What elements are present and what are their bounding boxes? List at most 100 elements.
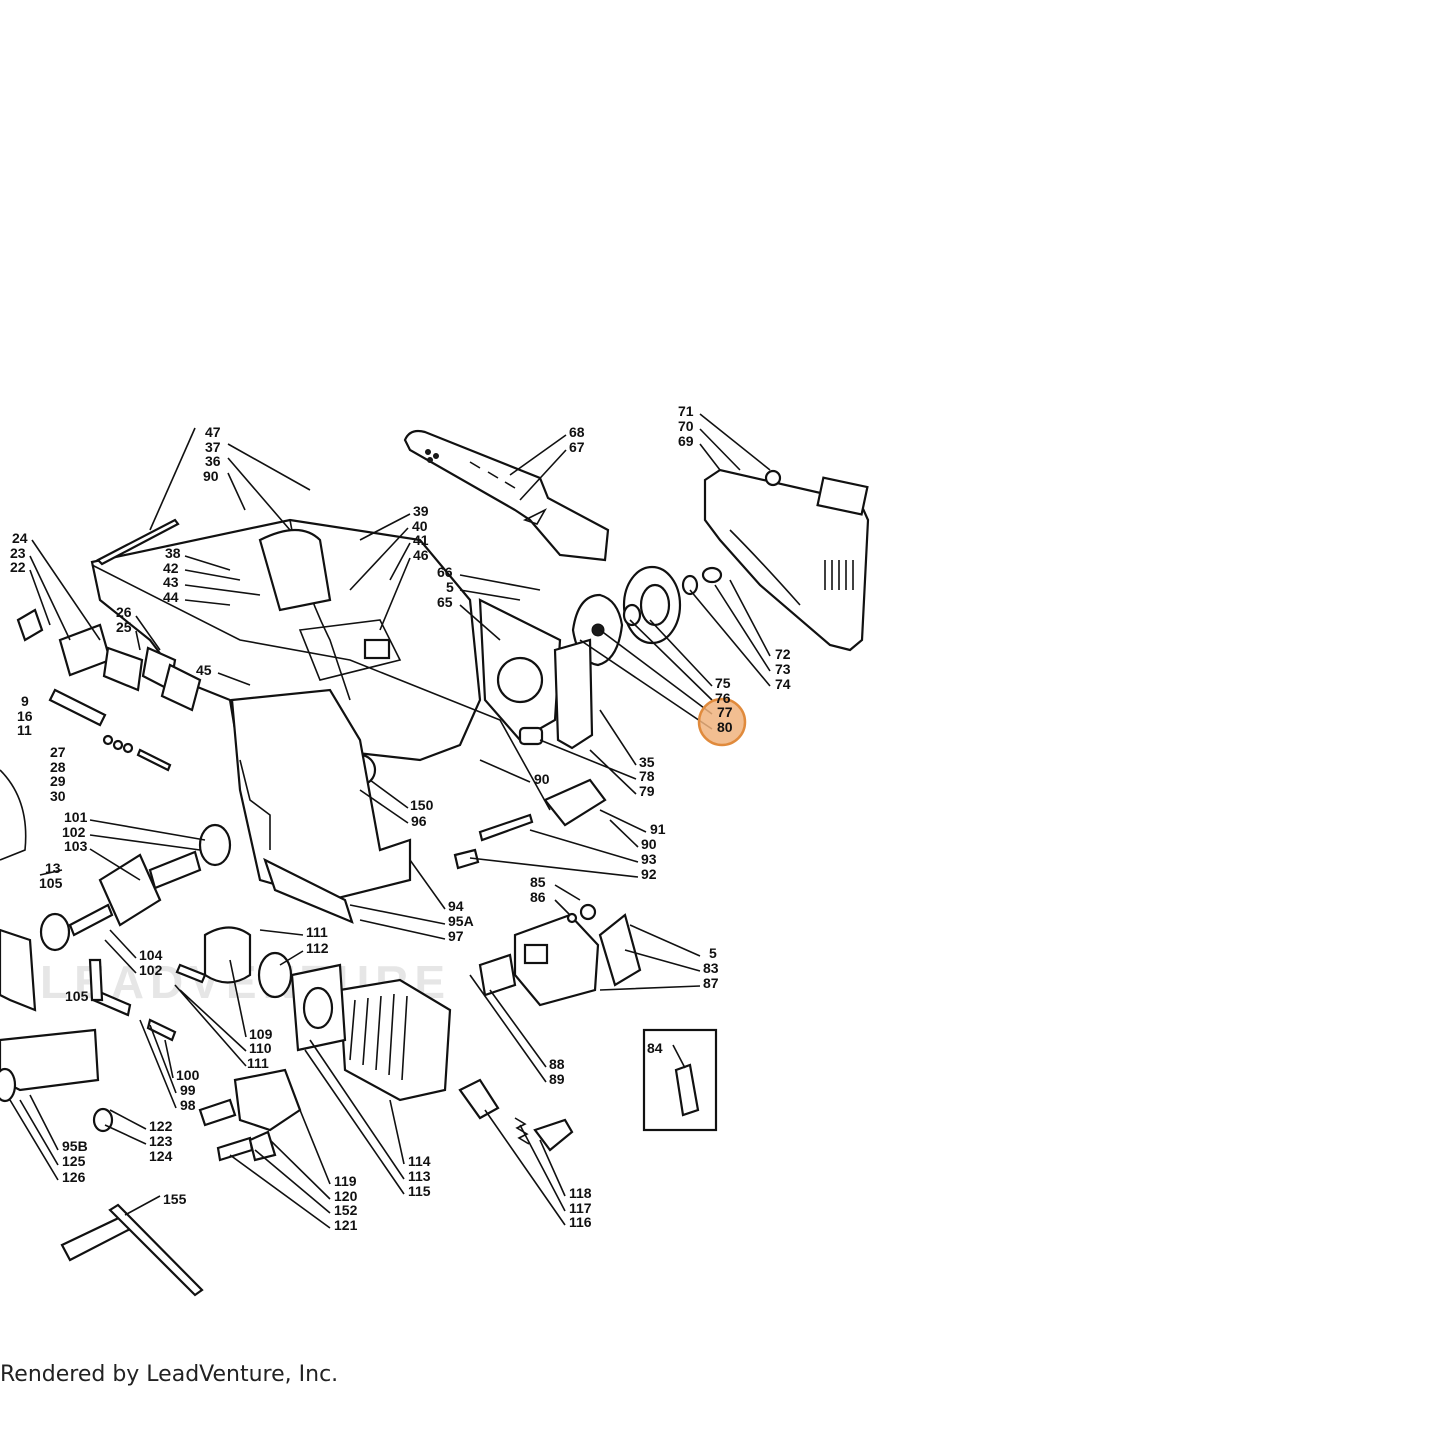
part-callout-124[interactable]: 124 [149, 1148, 173, 1164]
part-callout-47[interactable]: 47 [205, 424, 221, 440]
part-callout-83[interactable]: 83 [703, 960, 719, 976]
part-callout-9[interactable]: 9 [21, 693, 29, 709]
part-callout-85[interactable]: 85 [530, 874, 546, 890]
part-callout-88[interactable]: 88 [549, 1056, 565, 1072]
part-callout-65[interactable]: 65 [437, 594, 453, 610]
part-callout-66[interactable]: 66 [437, 564, 453, 580]
part-callout-90[interactable]: 90 [203, 468, 219, 484]
part-callout-119[interactable]: 119 [334, 1173, 357, 1189]
part-callout-13[interactable]: 13 [45, 860, 61, 876]
part-callout-116[interactable]: 116 [569, 1214, 592, 1230]
part-callout-44[interactable]: 44 [163, 589, 179, 605]
part-callout-93[interactable]: 93 [641, 851, 657, 867]
part-callout-102[interactable]: 102 [62, 824, 86, 840]
part-callout-123[interactable]: 123 [149, 1133, 173, 1149]
highlight-marker[interactable] [697, 697, 747, 747]
part-callout-97[interactable]: 97 [448, 928, 464, 944]
part-callout-77[interactable]: 77 [717, 704, 733, 720]
part-callout-45[interactable]: 45 [196, 662, 212, 678]
part-callout-5[interactable]: 5 [709, 945, 717, 961]
part-callout-89[interactable]: 89 [549, 1071, 565, 1087]
part-callout-102[interactable]: 102 [139, 962, 163, 978]
sprocket-cover [703, 468, 870, 652]
part-callout-115[interactable]: 115 [408, 1183, 431, 1199]
part-callout-95B[interactable]: 95B [62, 1138, 88, 1154]
part-callout-84[interactable]: 84 [647, 1040, 663, 1056]
part-callout-36[interactable]: 36 [205, 453, 221, 469]
part-callout-90[interactable]: 90 [641, 836, 657, 852]
part-callout-30[interactable]: 30 [50, 788, 66, 804]
part-callout-38[interactable]: 38 [165, 545, 181, 561]
part-callout-86[interactable]: 86 [530, 889, 546, 905]
part-callout-118[interactable]: 118 [569, 1185, 592, 1201]
part-callout-90[interactable]: 90 [534, 771, 550, 787]
part-callout-121[interactable]: 121 [334, 1217, 358, 1233]
part-callout-96[interactable]: 96 [411, 813, 427, 829]
part-callout-75[interactable]: 75 [715, 675, 731, 691]
part-callout-78[interactable]: 78 [639, 768, 655, 784]
part-callout-29[interactable]: 29 [50, 773, 66, 789]
part-callout-70[interactable]: 70 [678, 418, 694, 434]
part-callout-104[interactable]: 104 [139, 947, 163, 963]
part-callout-39[interactable]: 39 [413, 503, 429, 519]
part-callout-5[interactable]: 5 [446, 579, 454, 595]
starter-parts [458, 1078, 574, 1152]
part-callout-35[interactable]: 35 [639, 754, 655, 770]
part-callout-23[interactable]: 23 [10, 545, 26, 561]
part-callout-150[interactable]: 150 [410, 797, 434, 813]
part-callout-111[interactable]: 111 [247, 1055, 269, 1071]
part-callout-103[interactable]: 103 [64, 838, 88, 854]
chassis-frame [230, 688, 412, 924]
part-callout-22[interactable]: 22 [10, 559, 26, 575]
part-callout-114[interactable]: 114 [408, 1153, 431, 1169]
part-callout-76[interactable]: 76 [715, 690, 731, 706]
part-callout-25[interactable]: 25 [116, 619, 132, 635]
part-callout-24[interactable]: 24 [12, 530, 28, 546]
part-callout-26[interactable]: 26 [116, 604, 132, 620]
part-callout-68[interactable]: 68 [569, 424, 585, 440]
part-callout-87[interactable]: 87 [703, 975, 719, 991]
part-callout-94[interactable]: 94 [448, 898, 464, 914]
part-callout-41[interactable]: 41 [413, 532, 429, 548]
part-callout-126[interactable]: 126 [62, 1169, 86, 1185]
part-callout-42[interactable]: 42 [163, 560, 179, 576]
part-callout-117[interactable]: 117 [569, 1200, 592, 1216]
part-callout-80[interactable]: 80 [717, 719, 733, 735]
part-callout-27[interactable]: 27 [50, 744, 66, 760]
muffler [478, 903, 642, 1007]
part-callout-120[interactable]: 120 [334, 1188, 358, 1204]
part-callout-100[interactable]: 100 [176, 1067, 200, 1083]
part-callout-16[interactable]: 16 [17, 708, 33, 724]
part-callout-113[interactable]: 113 [408, 1168, 431, 1184]
part-callout-46[interactable]: 46 [413, 547, 429, 563]
part-callout-69[interactable]: 69 [678, 433, 694, 449]
part-callout-28[interactable]: 28 [50, 759, 66, 775]
part-callout-109[interactable]: 109 [249, 1026, 273, 1042]
part-callout-155[interactable]: 155 [163, 1191, 187, 1207]
part-callout-99[interactable]: 99 [180, 1082, 196, 1098]
part-callout-71[interactable]: 71 [678, 403, 694, 419]
part-callout-11[interactable]: 11 [17, 722, 32, 738]
part-callout-125[interactable]: 125 [62, 1153, 86, 1169]
part-callout-91[interactable]: 91 [650, 821, 666, 837]
part-callout-105[interactable]: 105 [39, 875, 63, 891]
part-callout-79[interactable]: 79 [639, 783, 655, 799]
part-callout-43[interactable]: 43 [163, 574, 179, 590]
part-callout-110[interactable]: 110 [249, 1040, 272, 1056]
part-callout-72[interactable]: 72 [775, 646, 791, 662]
part-callout-73[interactable]: 73 [775, 661, 791, 677]
part-callout-92[interactable]: 92 [641, 866, 657, 882]
part-callout-98[interactable]: 98 [180, 1097, 196, 1113]
part-callout-95A[interactable]: 95A [448, 913, 474, 929]
part-callout-105[interactable]: 105 [65, 988, 89, 1004]
part-callout-111[interactable]: 111 [306, 924, 328, 940]
part-callout-152[interactable]: 152 [334, 1202, 358, 1218]
part-callout-122[interactable]: 122 [149, 1118, 173, 1134]
part-callout-67[interactable]: 67 [569, 439, 585, 455]
part-callout-112[interactable]: 112 [306, 940, 329, 956]
callout-labels: 4737369024232238424344262539404146665656… [10, 403, 791, 1233]
part-callout-101[interactable]: 101 [64, 809, 88, 825]
part-callout-40[interactable]: 40 [412, 518, 428, 534]
part-callout-74[interactable]: 74 [775, 676, 791, 692]
part-callout-37[interactable]: 37 [205, 439, 221, 455]
